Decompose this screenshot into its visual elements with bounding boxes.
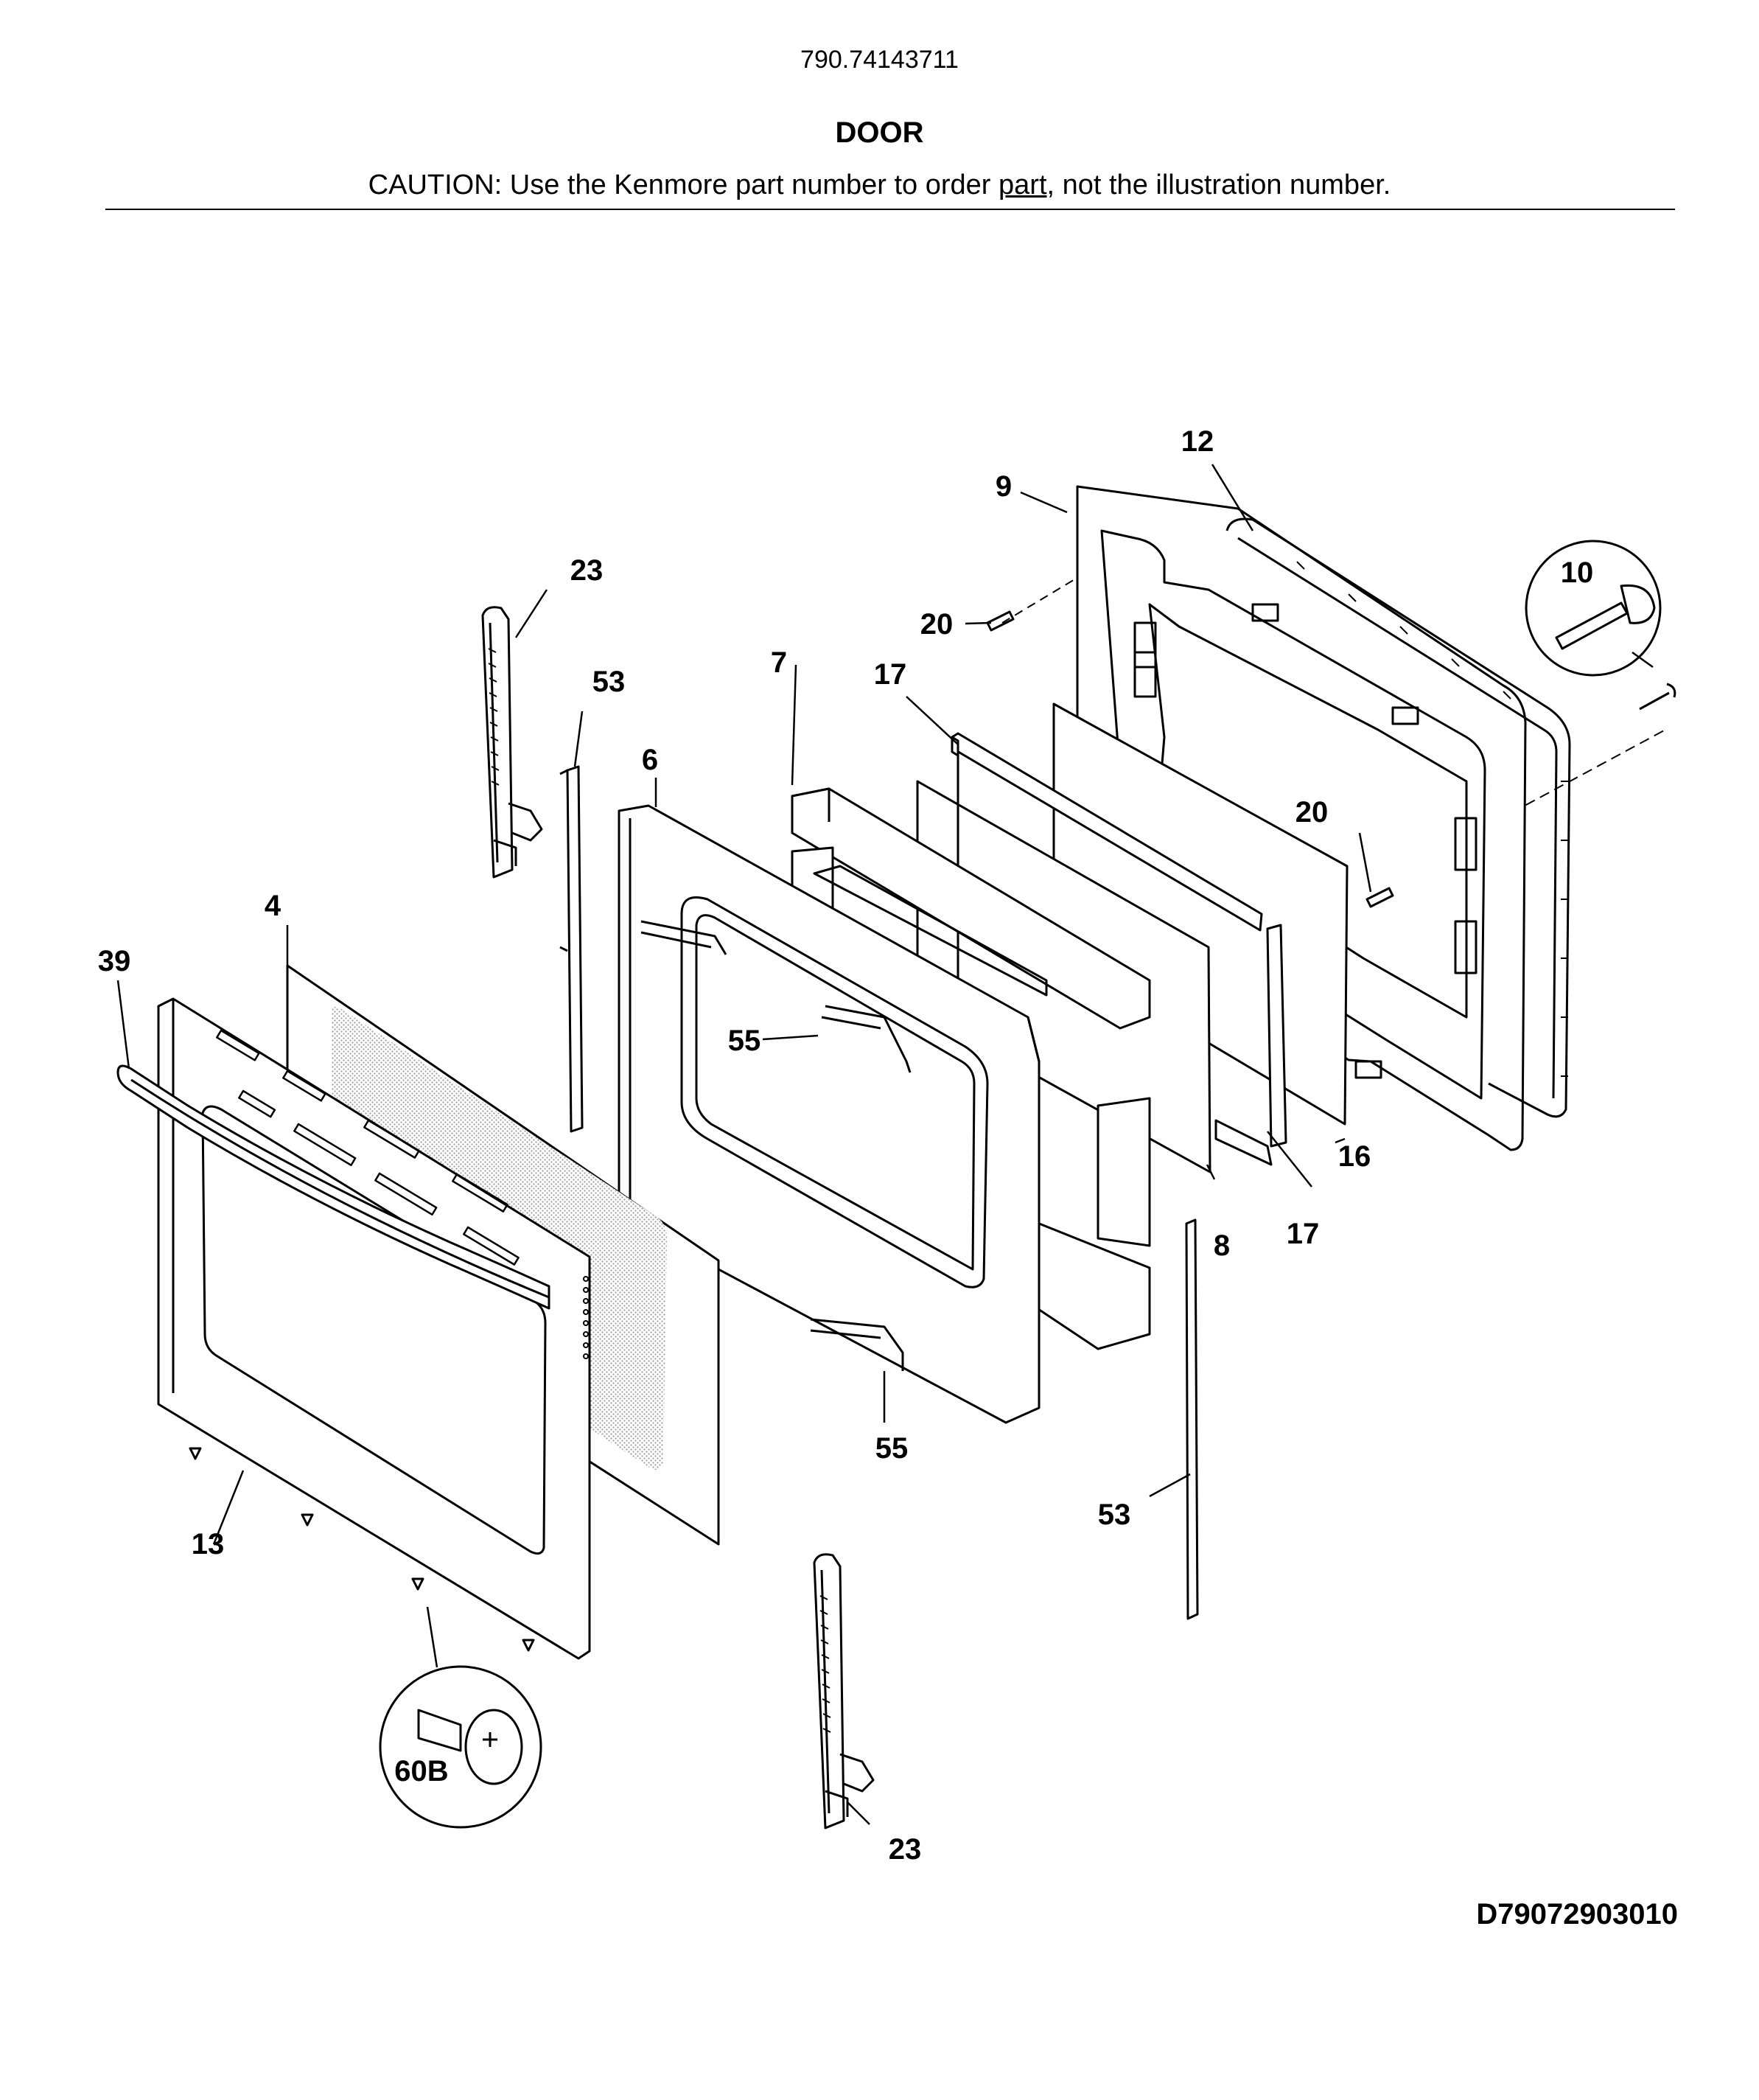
door-bracket-upper — [640, 920, 912, 1073]
caution-prefix: CAUTION: Use the Kenmore part number to … — [368, 170, 999, 200]
caution-text: CAUTION: Use the Kenmore part number to … — [0, 170, 1759, 201]
side-channel-upper — [566, 765, 584, 1133]
callout-53-upper: 53 — [592, 666, 626, 698]
callout-10: 10 — [1561, 557, 1594, 589]
caution-suffix: , not the illustration number. — [1046, 170, 1391, 200]
callout-17-lower: 17 — [1287, 1218, 1320, 1250]
callout-60b: 60B — [394, 1755, 448, 1787]
door-insulation — [791, 787, 1151, 1350]
callout-12: 12 — [1181, 425, 1214, 458]
callout-20-lower: 20 — [1295, 796, 1329, 829]
callout-55-lower: 55 — [875, 1432, 909, 1465]
callout-39: 39 — [98, 945, 131, 977]
callout-17-upper: 17 — [874, 658, 907, 691]
callout-13: 13 — [192, 1528, 225, 1560]
inner-door-panel — [1076, 485, 1527, 1151]
callout-7: 7 — [771, 646, 787, 679]
door-bracket-lower — [810, 1318, 904, 1371]
callout-8: 8 — [1214, 1229, 1230, 1262]
door-handle — [116, 1064, 550, 1310]
callout-20-upper: 20 — [920, 608, 954, 641]
door-liner — [618, 804, 1041, 1424]
caution-part-link[interactable]: part — [999, 170, 1047, 200]
clip-upper — [986, 610, 1015, 632]
hinge-lower — [813, 1553, 875, 1829]
callout-6: 6 — [642, 744, 658, 776]
detail-circle-10 — [1525, 540, 1662, 677]
detail-circle-60b — [379, 1665, 542, 1829]
clip-lower — [1365, 887, 1394, 908]
screw-small — [1639, 683, 1676, 711]
callout-4: 4 — [265, 890, 281, 922]
model-number: 790.74143711 — [800, 46, 959, 74]
diagram-code: D79072903010 — [1476, 1898, 1678, 1930]
callout-23-upper: 23 — [570, 554, 604, 587]
callout-9: 9 — [996, 470, 1012, 503]
side-channel-lower — [1185, 1218, 1199, 1620]
door-gasket — [1225, 517, 1571, 1118]
header-divider — [105, 209, 1675, 210]
callout-23-lower: 23 — [889, 1833, 922, 1866]
callout-16: 16 — [1338, 1140, 1371, 1173]
section-title: DOOR — [835, 116, 924, 149]
leader-lines — [116, 464, 1654, 1825]
callout-55-upper: 55 — [728, 1025, 761, 1057]
callout-53-lower: 53 — [1098, 1499, 1131, 1531]
side-channel-upper-flange — [559, 769, 568, 952]
bottom-screws — [189, 1447, 535, 1652]
screw-axis-top — [1001, 578, 1077, 624]
hinge-upper — [481, 606, 543, 879]
glass-retainer-lower — [1214, 924, 1287, 1166]
